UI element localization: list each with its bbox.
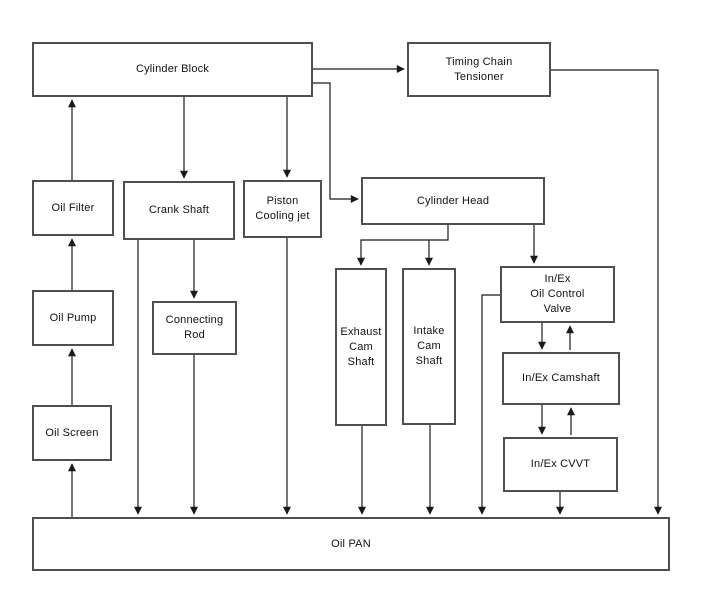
arrow-cylinder-head-to-exhaust-cam-shaft [357, 225, 449, 266]
node-oil-pump: Oil Pump [32, 290, 114, 346]
node-oil-filter: Oil Filter [32, 180, 114, 236]
node-in-ex-camshaft: In/Ex Camshaft [502, 352, 620, 405]
node-timing-chain-tensioner-label: Timing Chain Tensioner [445, 55, 513, 83]
node-in-ex-cvvt-label: In/Ex CVVT [530, 458, 591, 470]
node-crank-shaft: Crank Shaft [123, 181, 235, 240]
node-oil-pan-label: Oil PAN [331, 537, 371, 550]
arrow-oil-control-valve-to-oil-pan [478, 294, 500, 515]
node-exhaust-cam-shaft-label: Exhaust Cam Shaft [340, 325, 382, 368]
node-connecting-rod: Connecting Rod [152, 301, 237, 355]
node-exhaust-cam-shaft: Exhaust Cam Shaft [335, 268, 387, 426]
node-intake-cam-shaft-label: Intake Cam Shaft [413, 325, 445, 367]
node-cylinder-head: Cylinder Head [361, 177, 545, 225]
node-connecting-rod-label: Connecting Rod [165, 314, 224, 341]
node-oil-screen-label: Oil Screen [45, 426, 99, 439]
node-timing-chain-tensioner: Timing Chain Tensioner [407, 42, 551, 97]
node-in-ex-oil-control-valve: In/Ex Oil Control Valve [500, 266, 615, 323]
node-in-ex-cvvt: In/Ex CVVT [503, 437, 618, 492]
node-oil-pump-label: Oil Pump [49, 311, 97, 324]
node-oil-screen: Oil Screen [32, 405, 112, 461]
node-oil-pan: Oil PAN [32, 517, 670, 571]
node-in-ex-oil-control-valve-label: In/Ex Oil Control Valve [530, 273, 585, 315]
node-intake-cam-shaft: Intake Cam Shaft [402, 268, 456, 425]
node-in-ex-camshaft-label: In/Ex Camshaft [522, 372, 600, 384]
node-cylinder-block: Cylinder Block [32, 42, 313, 97]
node-piston-cooling-jet-label: Piston Cooling jet [255, 195, 310, 222]
node-piston-cooling-jet: Piston Cooling jet [243, 180, 322, 238]
node-cylinder-head-label: Cylinder Head [416, 194, 490, 207]
node-oil-filter-label: Oil Filter [51, 201, 95, 214]
node-crank-shaft-label: Crank Shaft [148, 204, 210, 216]
node-cylinder-block-label: Cylinder Block [135, 63, 210, 75]
